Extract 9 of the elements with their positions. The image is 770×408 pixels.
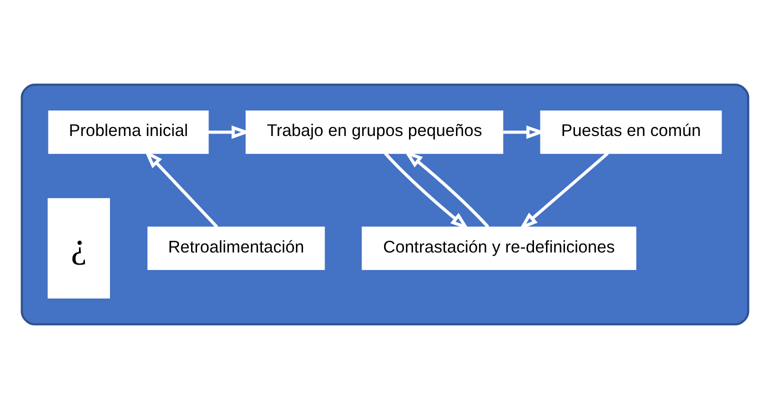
node-box: Trabajo en grupos pequeños bbox=[246, 110, 504, 154]
arrow bbox=[384, 152, 470, 230]
arrow bbox=[518, 152, 609, 230]
node-box: Puestas en común bbox=[540, 110, 722, 154]
node-box: Problema inicial bbox=[48, 110, 209, 154]
cluster bbox=[20, 83, 750, 325]
node-box: Contrastación y re-definiciones bbox=[362, 226, 636, 270]
node-box: ¿ bbox=[48, 198, 110, 298]
node-box: Retroalimentación bbox=[147, 226, 325, 270]
